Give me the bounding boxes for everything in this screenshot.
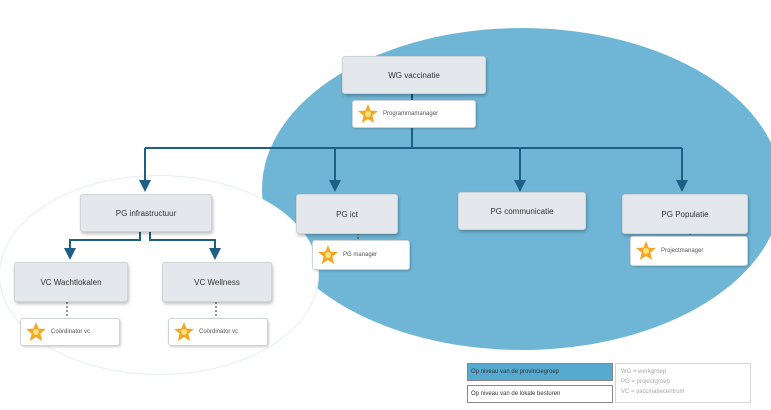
- role-projectmanager-label: Projectmanager: [661, 248, 704, 254]
- legend-province-level-label: Op niveau van de provinciegroep: [471, 369, 560, 375]
- node-pg-populatie: PG Populatie: [622, 194, 748, 234]
- star-person-icon: [174, 322, 194, 341]
- role-pg-manager: PG manager: [312, 240, 410, 270]
- star-person-icon: [318, 245, 338, 264]
- legend-abbreviations: WG = werkgroep PG = projectgroep VC = va…: [615, 363, 751, 403]
- star-person-icon: [636, 241, 656, 260]
- star-person-icon: [26, 322, 46, 341]
- role-programmamanager: Programmamanager: [352, 100, 476, 128]
- node-wg-vaccinatie: WG vaccinatie: [342, 56, 486, 94]
- legend-local-level-label: Op niveau van de lokale besturen: [471, 391, 561, 397]
- legend-local-level: Op niveau van de lokale besturen: [467, 385, 613, 403]
- node-vc-wellness-label: VC Wellness: [194, 277, 240, 287]
- role-coordinator-vc-2: Coördinator vc: [168, 318, 268, 346]
- connector-infra-stem-right: [149, 230, 221, 260]
- node-vc-wellness: VC Wellness: [162, 262, 272, 302]
- role-pg-manager-label: PG manager: [343, 252, 378, 258]
- connector-infra-stem-left: [64, 230, 141, 260]
- node-pg-infrastructuur-label: PG infrastructuur: [115, 208, 177, 218]
- role-programmamanager-label: Programmamanager: [383, 111, 439, 117]
- node-wg-vaccinatie-label: WG vaccinatie: [388, 70, 440, 80]
- node-pg-infrastructuur: PG infrastructuur: [80, 194, 212, 232]
- node-pg-populatie-label: PG Populatie: [661, 209, 709, 219]
- legend-note: WG = werkgroep: [621, 369, 667, 375]
- role-coordinator-vc-1: Coördinator vc: [20, 318, 120, 346]
- legend-note: PG = projectgroep: [621, 379, 670, 385]
- role-coordinator-vc-2-label: Coördinator vc: [199, 329, 239, 335]
- role-projectmanager: Projectmanager: [630, 236, 748, 266]
- legend-province-level: Op niveau van de provinciegroep: [467, 363, 613, 381]
- node-vc-wachtlokalen-label: VC Wachtlokalen: [40, 277, 102, 287]
- node-pg-communicatie-label: PG communicatie: [490, 206, 554, 216]
- legend-note: VC = vaccinatiecentrum: [621, 389, 685, 395]
- node-vc-wachtlokalen: VC Wachtlokalen: [14, 262, 128, 302]
- node-pg-ict: PG ict: [296, 194, 398, 234]
- role-coordinator-vc-1-label: Coördinator vc: [51, 329, 91, 335]
- star-person-icon: [358, 104, 378, 123]
- node-pg-ict-label: PG ict: [336, 209, 358, 219]
- node-pg-communicatie: PG communicatie: [458, 192, 586, 230]
